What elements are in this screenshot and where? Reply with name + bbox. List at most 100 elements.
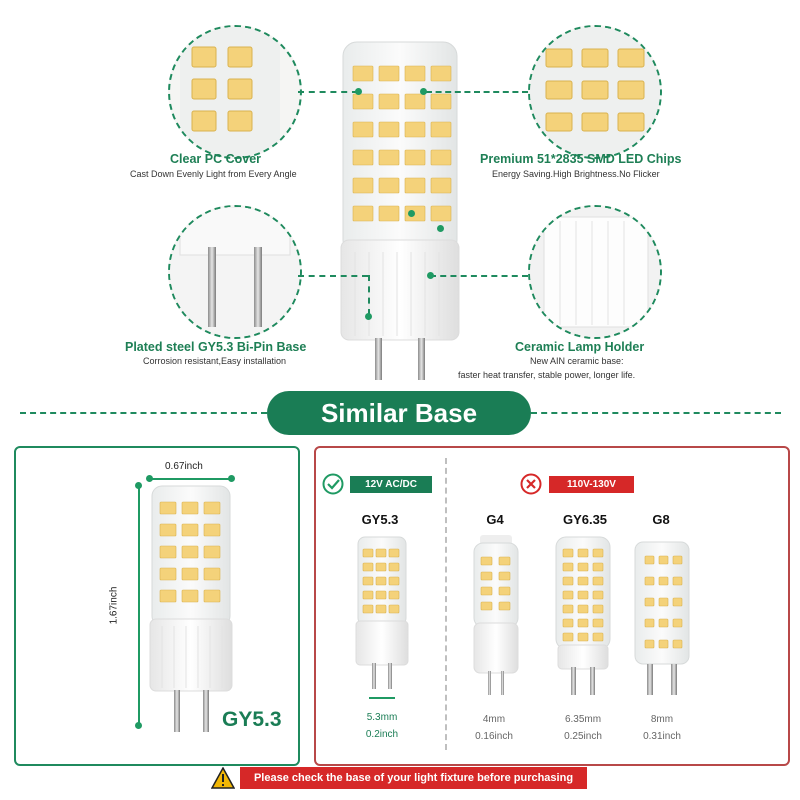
led-chip [562, 548, 574, 558]
holder-subtitle-1: New AIN ceramic base: [530, 356, 624, 366]
led-chip [404, 205, 426, 222]
dimension-dot [146, 475, 153, 482]
led-chip [378, 93, 400, 110]
compatible-mm: 5.3mm [366, 712, 398, 723]
connector-line [298, 275, 368, 277]
led-chip [159, 523, 177, 537]
led-chip [658, 597, 669, 607]
led-chip [362, 604, 374, 614]
gy53-bulb-image [355, 536, 409, 689]
g8-mm: 8mm [650, 714, 674, 725]
cover-closeup-circle [168, 25, 302, 159]
led-chip [352, 149, 374, 166]
led-chip [375, 590, 387, 600]
warning-banner: Please check the base of your light fixt… [240, 767, 587, 789]
chips-title: Premium 51*2835 SMD LED Chips [480, 152, 682, 166]
led-chip [430, 121, 452, 138]
led-chip [375, 562, 387, 572]
led-chip [592, 590, 604, 600]
led-chip [672, 618, 683, 628]
led-chip [378, 177, 400, 194]
led-chip [672, 639, 683, 649]
base-title: Plated steel GY5.3 Bi-Pin Base [125, 340, 307, 354]
connector-dot [427, 272, 434, 279]
cross-icon [520, 473, 542, 495]
led-chip [498, 586, 511, 596]
section-divider-right [531, 412, 781, 414]
chips-subtitle: Energy Saving.High Brightness.No Flicker [492, 169, 660, 179]
g4-inch: 0.16inch [475, 731, 513, 742]
connector-dot [365, 313, 372, 320]
led-chip [352, 65, 374, 82]
height-dimension-line [138, 486, 140, 724]
led-chip [430, 65, 452, 82]
led-chip [672, 597, 683, 607]
led-chips-icon [530, 27, 660, 157]
connector-dot [437, 225, 444, 232]
led-chip [562, 604, 574, 614]
led-chip [362, 548, 374, 558]
led-chip [378, 121, 400, 138]
led-chip [592, 562, 604, 572]
main-bulb-image [149, 485, 233, 732]
led-chip [658, 639, 669, 649]
led-chip [577, 590, 589, 600]
holder-title: Ceramic Lamp Holder [515, 340, 645, 354]
led-chip [644, 576, 655, 586]
led-chip [203, 501, 221, 515]
led-chip [562, 618, 574, 628]
led-chip [430, 177, 452, 194]
bi-pin-icon [170, 207, 300, 337]
led-chip [562, 632, 574, 642]
led-chip [644, 597, 655, 607]
width-label: 0.67inch [165, 461, 203, 472]
led-chip [362, 590, 374, 600]
led-chip [592, 548, 604, 558]
led-chip [592, 576, 604, 586]
led-chip [672, 555, 683, 565]
warning-icon [211, 767, 235, 789]
connector-line [426, 91, 528, 93]
led-chip [388, 576, 400, 586]
led-chip [577, 548, 589, 558]
led-chip [404, 93, 426, 110]
led-chip [577, 632, 589, 642]
cover-subtitle: Cast Down Evenly Light from Every Angle [130, 169, 297, 179]
led-chip [658, 618, 669, 628]
compatible-inch: 0.2inch [365, 729, 399, 740]
ceramic-holder-icon [530, 207, 660, 337]
led-chip [577, 576, 589, 586]
compatible-bulb-name: GY5.3 [361, 512, 399, 527]
led-chip [498, 571, 511, 581]
led-chip [352, 205, 374, 222]
gy635-bulb-image [555, 536, 611, 695]
incompatible-tag: 110V-130V [549, 476, 634, 493]
gy635-bulb-name: GY6.35 [562, 512, 608, 527]
led-chip [181, 523, 199, 537]
led-chip [203, 523, 221, 537]
led-chip [592, 632, 604, 642]
led-chip [159, 545, 177, 559]
base-subtitle: Corrosion resistant,Easy installation [143, 356, 287, 366]
holder-subtitle-2: faster heat transfer, stable power, long… [458, 370, 636, 380]
led-chip [375, 604, 387, 614]
g8-bulb-name: G8 [652, 512, 670, 527]
led-chip [203, 545, 221, 559]
led-chip [498, 601, 511, 611]
led-chip [362, 562, 374, 572]
led-chip [562, 562, 574, 572]
led-chip [388, 604, 400, 614]
connector-line [298, 91, 358, 93]
led-chip [352, 121, 374, 138]
led-chip [592, 604, 604, 614]
led-chip [159, 589, 177, 603]
gy635-inch: 0.25inch [564, 731, 602, 742]
g4-bulb-name: G4 [486, 512, 504, 527]
led-chip [644, 639, 655, 649]
compatible-tag: 12V AC/DC [350, 476, 432, 493]
led-chip [404, 65, 426, 82]
width-dimension-line [150, 478, 230, 480]
led-chip [375, 576, 387, 586]
led-chip [404, 121, 426, 138]
led-chip [562, 590, 574, 600]
